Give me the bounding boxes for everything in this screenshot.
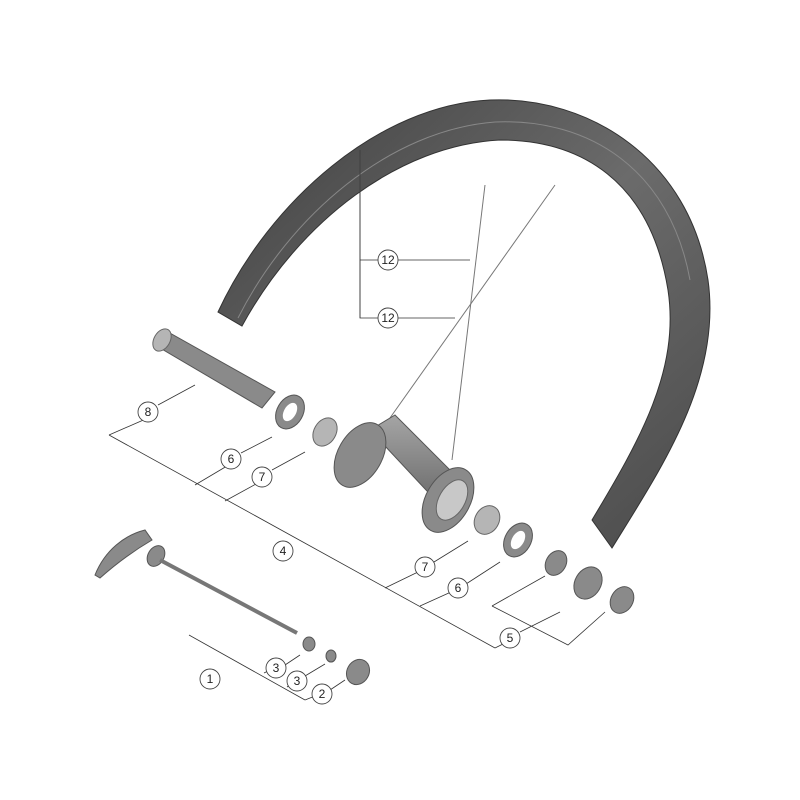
callout-7b: 7 [414,556,436,578]
callout-7a: 7 [251,466,273,488]
rim [217,99,711,549]
bearing [312,417,338,447]
bearing [473,505,501,535]
callout-3b: 3 [286,670,308,692]
callout-1: 1 [199,668,221,690]
callout-8: 8 [137,401,159,423]
callout-6b: 6 [447,577,469,599]
callout-4: 4 [272,540,294,562]
adjusting-nut [345,658,371,686]
svg-text:5: 5 [507,631,514,645]
leader-lines [108,150,606,701]
svg-text:8: 8 [145,405,152,419]
svg-text:3: 3 [294,674,301,688]
locknut [573,566,603,600]
svg-text:3: 3 [273,661,280,675]
spoke [451,184,486,461]
callout-3a: 3 [265,657,287,679]
axle [152,328,276,409]
spring [302,636,316,652]
svg-text:1: 1 [207,672,214,686]
callout-12b: 12 [377,307,399,329]
hub [333,414,475,533]
quick-release-skewer [94,529,298,635]
svg-text:12: 12 [381,311,395,325]
spring [325,649,337,663]
end-cap [609,586,635,614]
svg-text:12: 12 [381,253,395,267]
svg-text:4: 4 [280,544,287,558]
svg-text:7: 7 [422,560,429,574]
svg-text:6: 6 [228,452,235,466]
callout-2: 2 [311,683,333,705]
cone [544,550,568,576]
callout-5: 5 [499,627,521,649]
callout-12a: 12 [377,249,399,271]
callout-6a: 6 [220,448,242,470]
svg-text:6: 6 [455,581,462,595]
svg-text:2: 2 [319,687,326,701]
spokes [359,150,556,461]
svg-text:7: 7 [259,470,266,484]
spoke [384,184,556,426]
